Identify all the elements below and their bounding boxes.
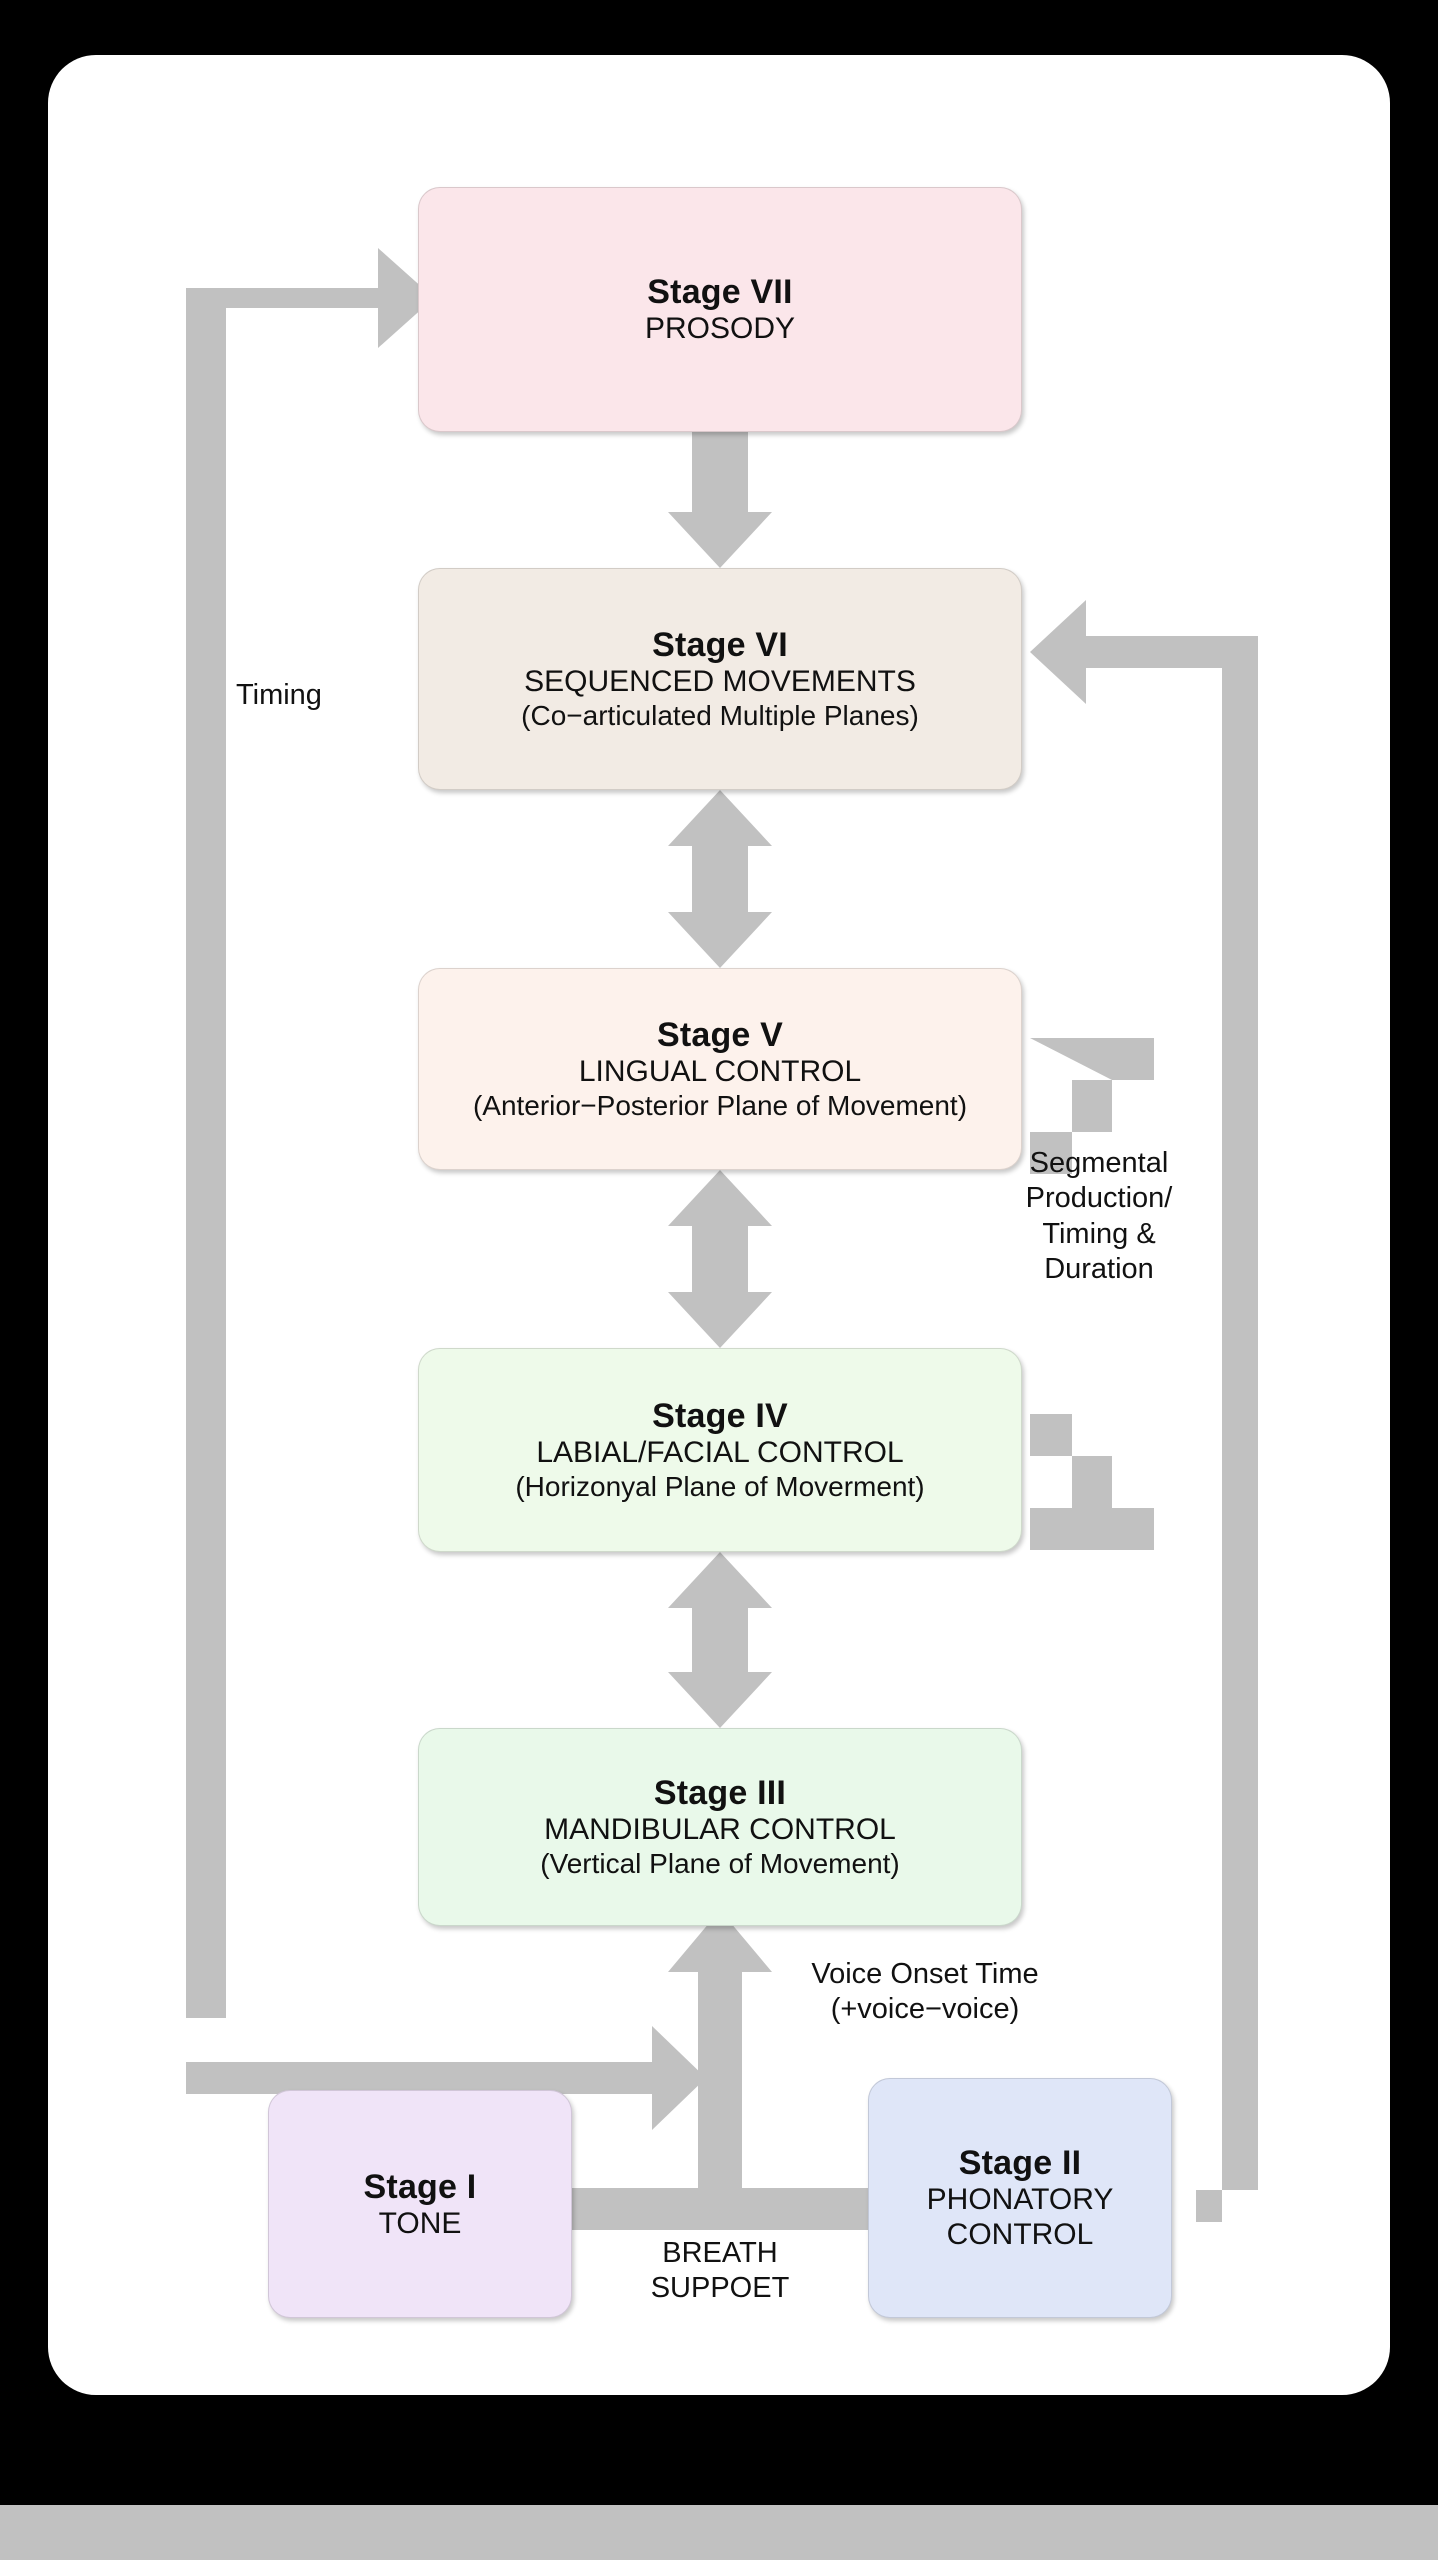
stage-iii-note: (Vertical Plane of Movement) xyxy=(540,1848,900,1880)
stage-iii-subtitle: MANDIBULAR CONTROL xyxy=(544,1813,896,1847)
segmental-label: Segmental Production/ Timing & Duration xyxy=(1025,1147,1173,1286)
stage-i-subtitle: TONE xyxy=(378,2206,462,2240)
arrow-iv-to-iii xyxy=(668,1552,772,1728)
breath-support-label: BREATH SUPPOET xyxy=(650,2237,790,2305)
stage-i-title: Stage I xyxy=(363,2167,477,2206)
stage-vi-subtitle: SEQUENCED MOVEMENTS xyxy=(524,665,916,699)
stage-v-note: (Anterior−Posterior Plane of Movement) xyxy=(472,1090,968,1122)
wire-breath-support xyxy=(572,2188,868,2230)
stage-v-box[interactable]: Stage V LINGUAL CONTROL (Anterior−Poster… xyxy=(418,968,1022,1170)
stage-vi-box[interactable]: Stage VI SEQUENCED MOVEMENTS (Co−articul… xyxy=(418,568,1022,790)
stage-vi-note: (Co−articulated Multiple Planes) xyxy=(521,700,919,732)
stage-iii-box[interactable]: Stage III MANDIBULAR CONTROL (Vertical P… xyxy=(418,1728,1022,1926)
stage-ii-subtitle: PHONATORY CONTROL xyxy=(926,2183,1114,2252)
timing-label: Timing xyxy=(236,679,322,711)
wire-stage-ii-loop xyxy=(1030,600,1258,2222)
stage-iv-note: (Horizonyal Plane of Moverment) xyxy=(515,1471,925,1503)
wire-timing-loop xyxy=(186,248,434,2018)
stage-v-title: Stage V xyxy=(656,1016,784,1055)
arrow-v-to-iv xyxy=(668,1170,772,1348)
stage-vii-box[interactable]: Stage VII PROSODY xyxy=(418,187,1022,432)
stage-ii-title: Stage II xyxy=(958,2144,1082,2183)
wire-voice-onset-time xyxy=(668,1910,772,2188)
stage-iii-title: Stage III xyxy=(653,1774,787,1813)
wire-timing-loop-lower xyxy=(186,2018,706,2130)
stage-vii-title: Stage VII xyxy=(647,273,793,312)
stage-ii-box[interactable]: Stage II PHONATORY CONTROL xyxy=(868,2078,1172,2318)
voice-onset-time-label: Voice Onset Time (+voice−voice) xyxy=(811,1958,1039,2026)
bottom-strip xyxy=(0,2505,1438,2560)
stage-iv-subtitle: LABIAL/FACIAL CONTROL xyxy=(536,1436,904,1470)
wire-segmental-bracket-lower xyxy=(1030,1414,1154,1550)
stage-vii-subtitle: PROSODY xyxy=(644,312,796,346)
stage-i-box[interactable]: Stage I TONE xyxy=(268,2090,572,2318)
stage-iv-title: Stage IV xyxy=(652,1397,788,1436)
wire-segmental-bracket xyxy=(1030,1038,1154,1174)
stage-v-subtitle: LINGUAL CONTROL xyxy=(578,1055,862,1089)
stage-iv-box[interactable]: Stage IV LABIAL/FACIAL CONTROL (Horizony… xyxy=(418,1348,1022,1552)
arrow-vi-to-v xyxy=(668,790,772,968)
arrow-vii-to-vi xyxy=(668,432,772,568)
stage-vi-title: Stage VI xyxy=(652,626,788,665)
